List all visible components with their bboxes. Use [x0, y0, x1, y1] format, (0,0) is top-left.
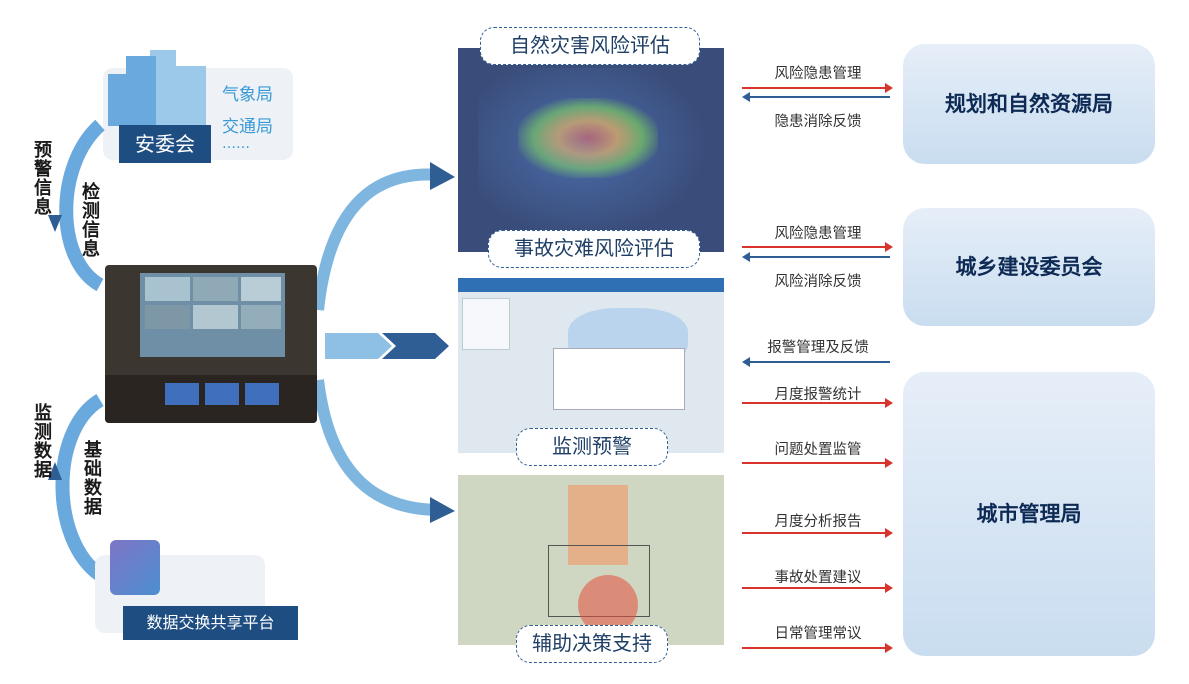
base-data-label: 基础数据: [81, 440, 102, 516]
tag-natural-disaster: 自然灾害风险评估: [480, 27, 700, 65]
monitoring-map-panel: [458, 278, 724, 453]
warning-flow-arrowhead: [48, 215, 62, 232]
agency-label-traffic: 交通局: [222, 117, 273, 137]
fan-arrowhead-bottom: [430, 497, 455, 523]
tag-decision-support: 辅助决策支持: [516, 625, 668, 663]
mid-chevron-dark: [382, 333, 449, 359]
arrow-label-alarm-feedback: 报警管理及反馈: [767, 340, 869, 356]
agency-planning-resources: 规划和自然资源局: [903, 44, 1155, 164]
arrow-label-accident-advice: 事故处置建议: [774, 570, 862, 586]
data-exchange-platform-label: 数据交换共享平台: [123, 606, 298, 640]
agency-label-more: ……: [222, 136, 250, 152]
fan-arc-bottom: [312, 379, 441, 516]
building-icon: [176, 66, 206, 126]
warning-info-label: 预警信息: [31, 140, 52, 216]
agency-label-weather: 气象局: [222, 85, 273, 105]
fan-arrowhead-top: [430, 162, 455, 190]
control-room-image: [105, 265, 317, 423]
tag-monitor-warning: 监测预警: [516, 428, 668, 466]
monitor-flow-arrowhead: [48, 462, 62, 480]
arrow-label-daily-mgmt: 日常管理常议: [774, 626, 862, 642]
arrow-label-issue-supervision: 问题处置监管: [774, 442, 862, 458]
warning-flow-arc: [59, 119, 105, 292]
arrow-label-monthly-report: 月度分析报告: [774, 514, 862, 530]
building-icon: [126, 56, 156, 126]
mid-chevron-light: [325, 333, 392, 359]
decision-map-panel: [458, 475, 724, 645]
building-icon: [108, 74, 130, 126]
arrow-label-risk-feedback: 风险消除反馈: [774, 274, 862, 290]
agency-urban-rural-construction: 城乡建设委员会: [903, 208, 1155, 326]
heatmap-panel: [458, 48, 724, 252]
detection-info-label: 检测信息: [79, 182, 100, 258]
arrow-label-risk-mgmt-1: 风险隐患管理: [774, 66, 862, 82]
base-flow-arc: [55, 394, 105, 581]
monitoring-data-label: 监测数据: [31, 403, 52, 479]
arrow-label-monthly-alarm: 月度报警统计: [774, 387, 862, 403]
server-cube-icon: [110, 540, 160, 595]
arrow-label-hazard-feedback: 隐患消除反馈: [774, 114, 862, 130]
fan-arc-top: [312, 168, 441, 311]
safety-committee-label: 安委会: [119, 125, 211, 163]
tag-accident-disaster: 事故灾难风险评估: [488, 230, 700, 268]
agency-city-management: 城市管理局: [903, 372, 1155, 656]
arrow-label-risk-mgmt-2: 风险隐患管理: [774, 226, 862, 242]
